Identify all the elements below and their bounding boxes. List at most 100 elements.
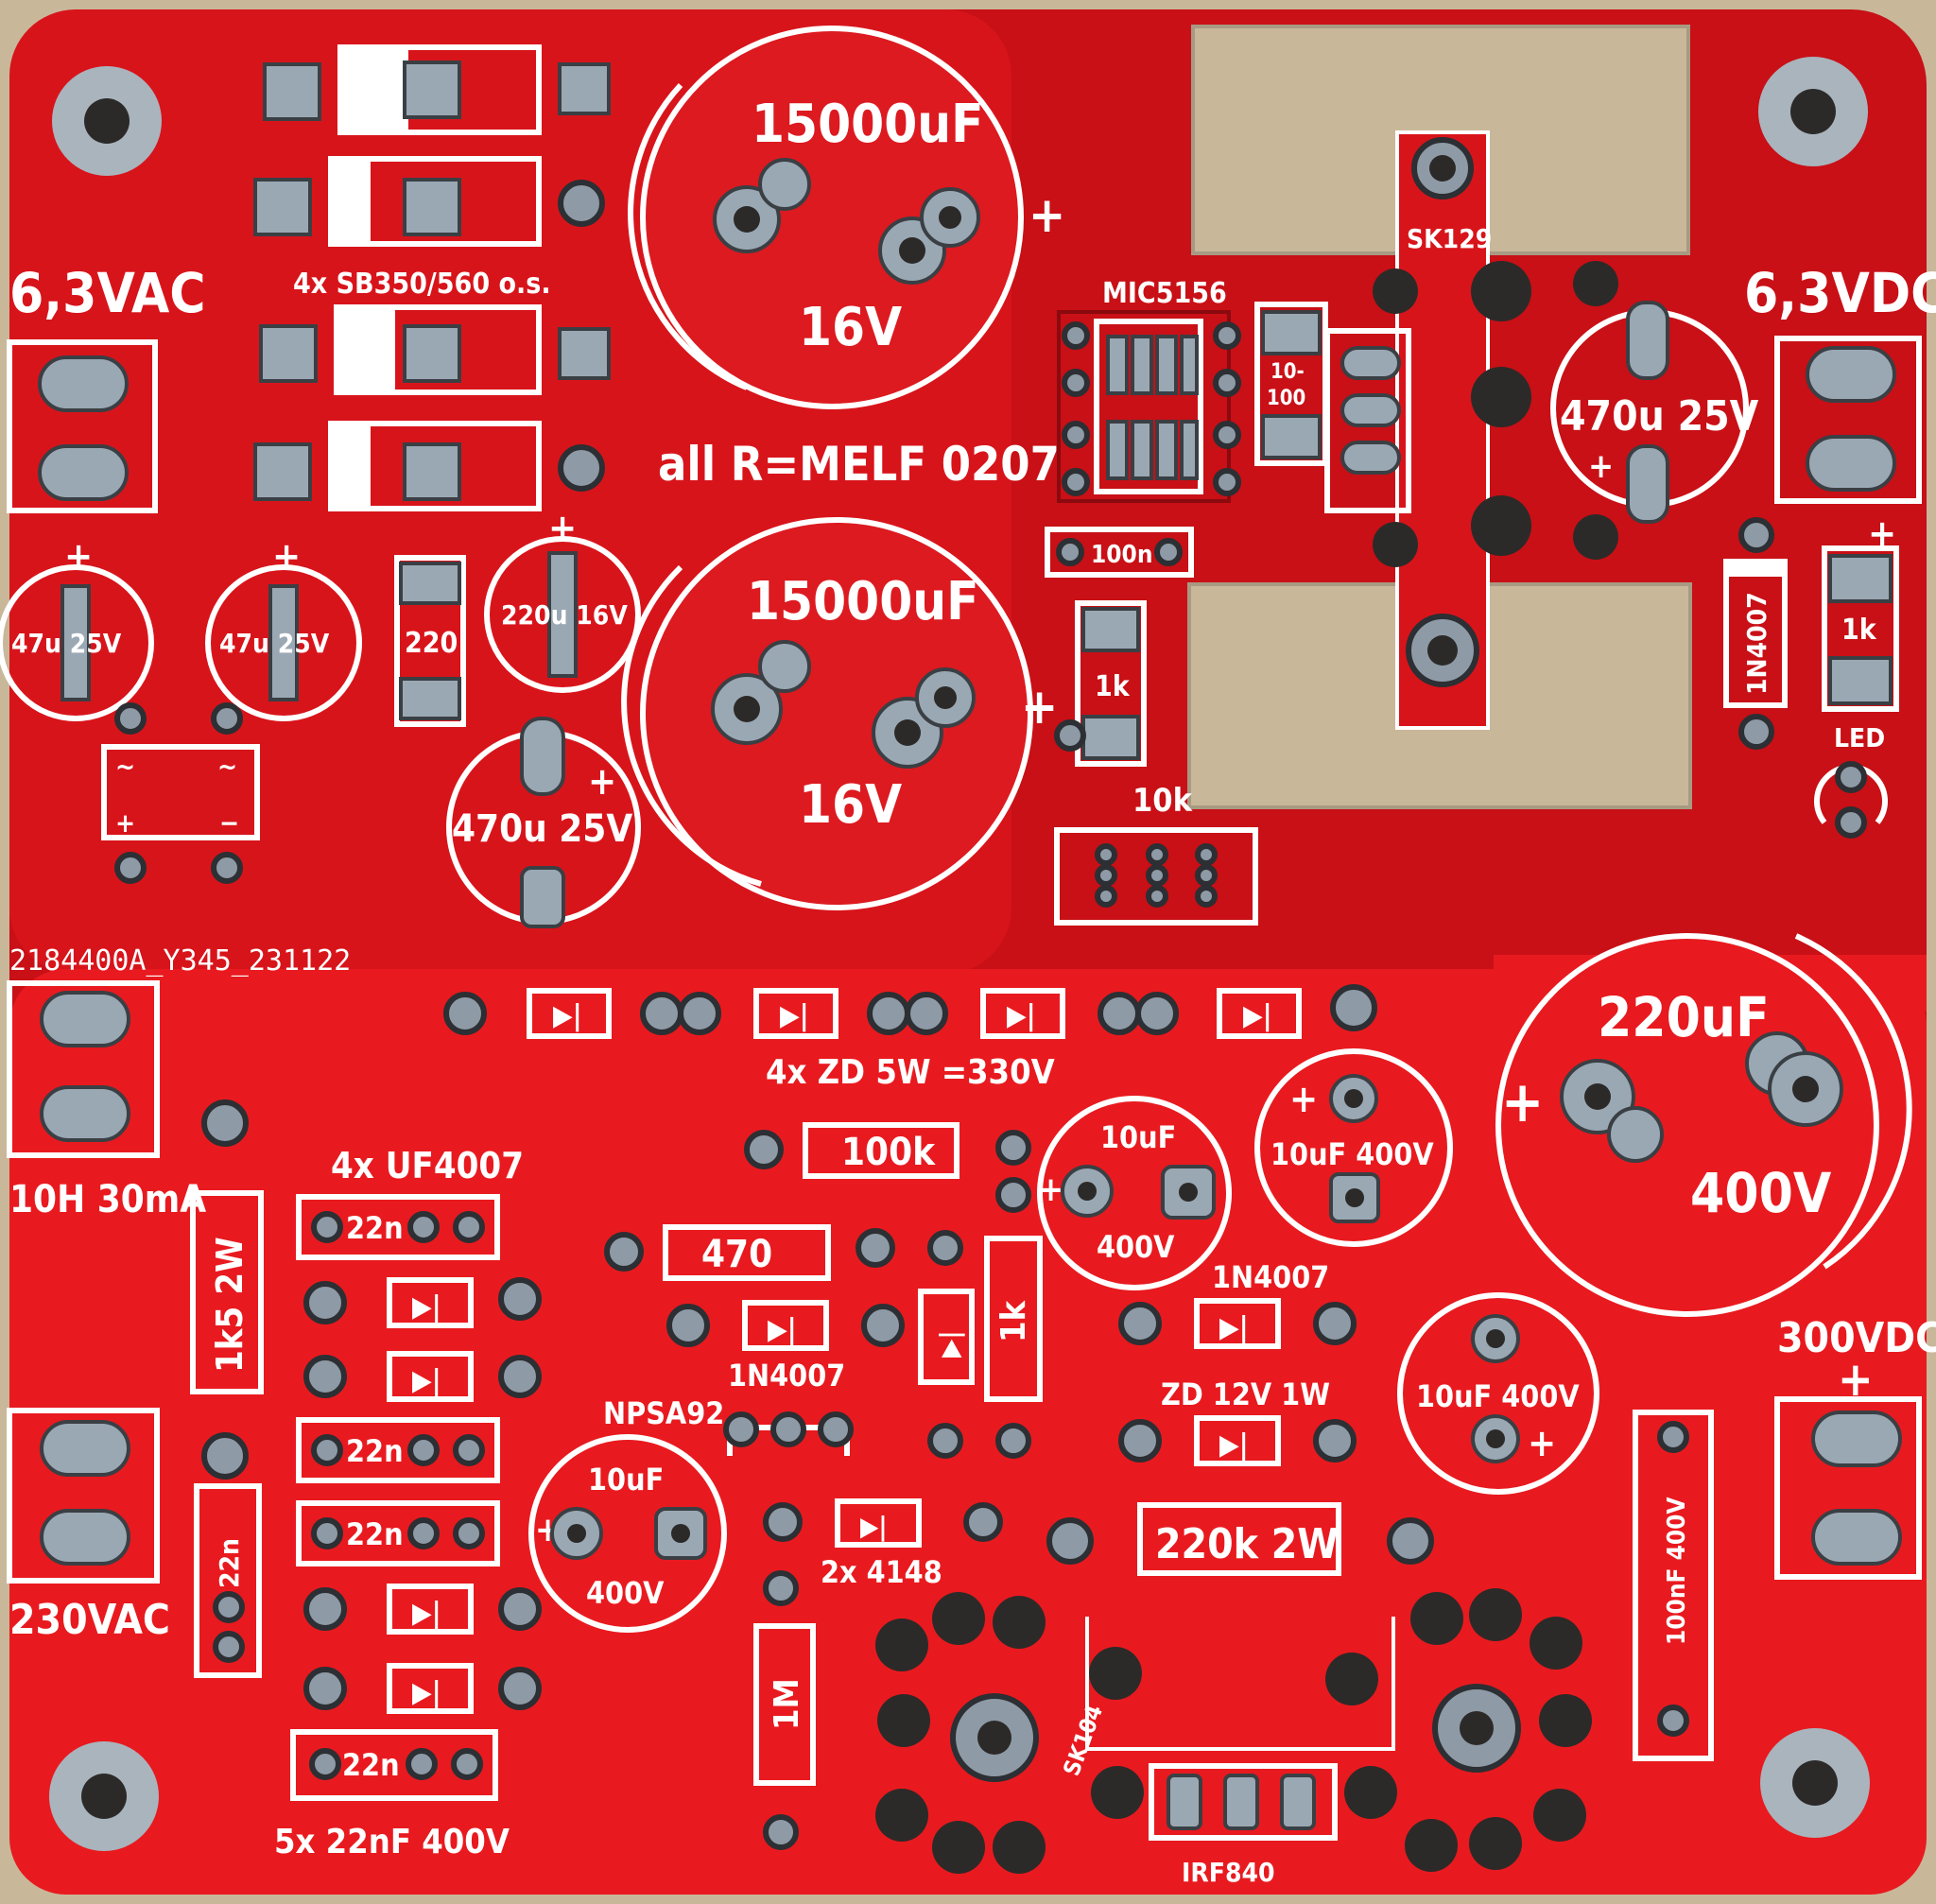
led: LED: [1814, 722, 1888, 839]
svg-text:22n: 22n: [214, 1538, 245, 1588]
resistor-1m: 1M: [753, 1570, 816, 1850]
svg-text:+: +: [1501, 1069, 1544, 1135]
svg-text:▶|: ▶|: [1243, 999, 1272, 1032]
connector-230vac-pad1: [40, 1420, 130, 1477]
svg-text:▶|: ▶|: [1219, 1311, 1249, 1344]
resistor-100n: 100n: [1045, 527, 1194, 578]
diode-4148: ▶| 2x 4148: [763, 1498, 1003, 1590]
svg-text:▶|: ▶|: [553, 999, 582, 1032]
resistor-1k-top: 1k: [1054, 600, 1147, 767]
connector-300vdc-outline: [1774, 1396, 1922, 1580]
svg-text:15000uF: 15000uF: [747, 571, 979, 632]
cap-10u-a: 10uF 400V +: [1037, 1096, 1232, 1290]
connector-6v3vdc-outline: [1774, 336, 1922, 504]
svg-text:400V: 400V: [1690, 1161, 1832, 1225]
transistor-sk129: SK129: [1324, 137, 1618, 687]
heatsink-sk104: SK104: [875, 1588, 1592, 1874]
svg-text:100: 100: [1267, 387, 1305, 410]
mounting-hole-bl: [49, 1741, 159, 1851]
svg-text:470u 25V: 470u 25V: [452, 807, 632, 851]
svg-text:1N4007: 1N4007: [1741, 592, 1772, 695]
svg-text:+: +: [1588, 447, 1614, 486]
connector-choke-outline: [7, 980, 160, 1158]
svg-text:▶|: ▶|: [934, 1330, 965, 1358]
mounting-hole-tl: [52, 66, 162, 176]
svg-text:470u 25V: 470u 25V: [1560, 392, 1759, 441]
resistor-1k5-2w: 1k5 2W: [190, 1099, 264, 1480]
svg-text:1k: 1k: [994, 1299, 1033, 1342]
label-22nf-caps: 5x 22nF 400V: [274, 1823, 510, 1861]
svg-text:22n: 22n: [346, 1516, 404, 1552]
diode-sb350-1: [263, 44, 611, 135]
diode-sb350-4: [253, 421, 605, 511]
label-melf: all R=MELF 0207: [658, 437, 1060, 492]
zener-12v: ZD 12V 1W ▶|: [1118, 1376, 1357, 1466]
cap-22n-2: 22n: [296, 1417, 500, 1483]
svg-text:100k: 100k: [841, 1131, 936, 1174]
label-board-id: 2184400A_Y345_231122: [9, 944, 351, 978]
svg-text:22n: 22n: [346, 1433, 404, 1469]
mounting-hole-tr: [1758, 57, 1868, 166]
svg-text:▶|: ▶|: [1219, 1428, 1249, 1462]
cap-10u-b: + 10uF 400V: [1254, 1048, 1453, 1247]
svg-text:220u 16V: 220u 16V: [501, 599, 628, 631]
connector-230vac-pad2: [40, 1509, 130, 1566]
svg-text:~: ~: [217, 751, 237, 782]
svg-text:IRF840: IRF840: [1182, 1857, 1275, 1888]
resistor-1k-right: + 1k: [1822, 512, 1899, 712]
label-diodes-sb350: 4x SB350/560 o.s.: [293, 268, 551, 301]
connector-6v3vac-pad1: [38, 355, 129, 412]
svg-text:+: +: [1028, 187, 1065, 244]
ic-mic5156: [1057, 310, 1241, 503]
svg-text:▶|: ▶|: [412, 1597, 441, 1630]
connector-6v3vac-pad2: [38, 444, 129, 501]
svg-text:NPSA92: NPSA92: [603, 1395, 724, 1431]
diode-vertical: ▶|: [918, 1230, 975, 1459]
svg-text:▶|: ▶|: [412, 1290, 441, 1324]
bridge-rectifier: ~~ +−: [101, 702, 260, 884]
cap-22n-vertical: 22n: [194, 1483, 262, 1678]
cap-10u-c: 10uF 400V +: [1397, 1292, 1599, 1495]
connector-230vac-outline: [7, 1408, 160, 1584]
svg-text:LED: LED: [1834, 722, 1885, 753]
trimmer-10k: 10k: [1054, 782, 1258, 926]
svg-text:470: 470: [701, 1233, 772, 1276]
svg-text:SK129: SK129: [1407, 223, 1492, 254]
svg-text:+: +: [64, 535, 93, 579]
diode-sb350-2: [253, 156, 605, 247]
cap-22n-1: 22n: [296, 1194, 500, 1260]
diode-uf4007-4: ▶|: [303, 1663, 542, 1714]
cap-470u-right: 470u 25V +: [1550, 301, 1759, 524]
svg-text:~: ~: [115, 751, 135, 782]
svg-text:10k: 10k: [1132, 782, 1193, 820]
svg-text:100nF 400V: 100nF 400V: [1663, 1497, 1691, 1645]
svg-text:1M: 1M: [768, 1678, 806, 1730]
connector-6v3vdc-pad2: [1806, 435, 1896, 492]
svg-text:+: +: [1021, 679, 1058, 736]
label-6v3vdc: 6,3VDC: [1744, 261, 1936, 325]
svg-text:10uF: 10uF: [1100, 1119, 1176, 1155]
svg-text:2x 4148: 2x 4148: [821, 1554, 942, 1590]
diode-uf4007-3: ▶|: [303, 1584, 542, 1635]
resistor-220: 220: [394, 555, 466, 727]
svg-text:10uF 400V: 10uF 400V: [1270, 1136, 1434, 1172]
svg-text:220uF: 220uF: [1598, 985, 1770, 1049]
mosfet-irf840: IRF840: [1149, 1763, 1338, 1888]
svg-text:+: +: [1289, 1078, 1318, 1121]
label-zener-chain: 4x ZD 5W =330V: [766, 1053, 1055, 1092]
svg-text:400V: 400V: [1097, 1229, 1175, 1265]
svg-text:▶|: ▶|: [412, 1676, 441, 1709]
svg-text:+: +: [588, 760, 616, 804]
svg-text:+: +: [272, 535, 301, 579]
cap-220u: + 220u 16V: [484, 507, 641, 693]
svg-text:+: +: [1528, 1422, 1556, 1465]
diode-sb350-3: [259, 304, 611, 395]
svg-text:1N4007: 1N4007: [728, 1358, 845, 1393]
resistor-470: 470: [604, 1224, 895, 1281]
svg-text:1k5 2W: 1k5 2W: [209, 1237, 251, 1373]
svg-text:1N4007: 1N4007: [1212, 1259, 1329, 1295]
resistor-220k-2w: 220k 2W: [1046, 1502, 1434, 1576]
diode-1n4007-a: ▶| 1N4007: [666, 1300, 905, 1393]
mounting-hole-br: [1760, 1728, 1870, 1838]
